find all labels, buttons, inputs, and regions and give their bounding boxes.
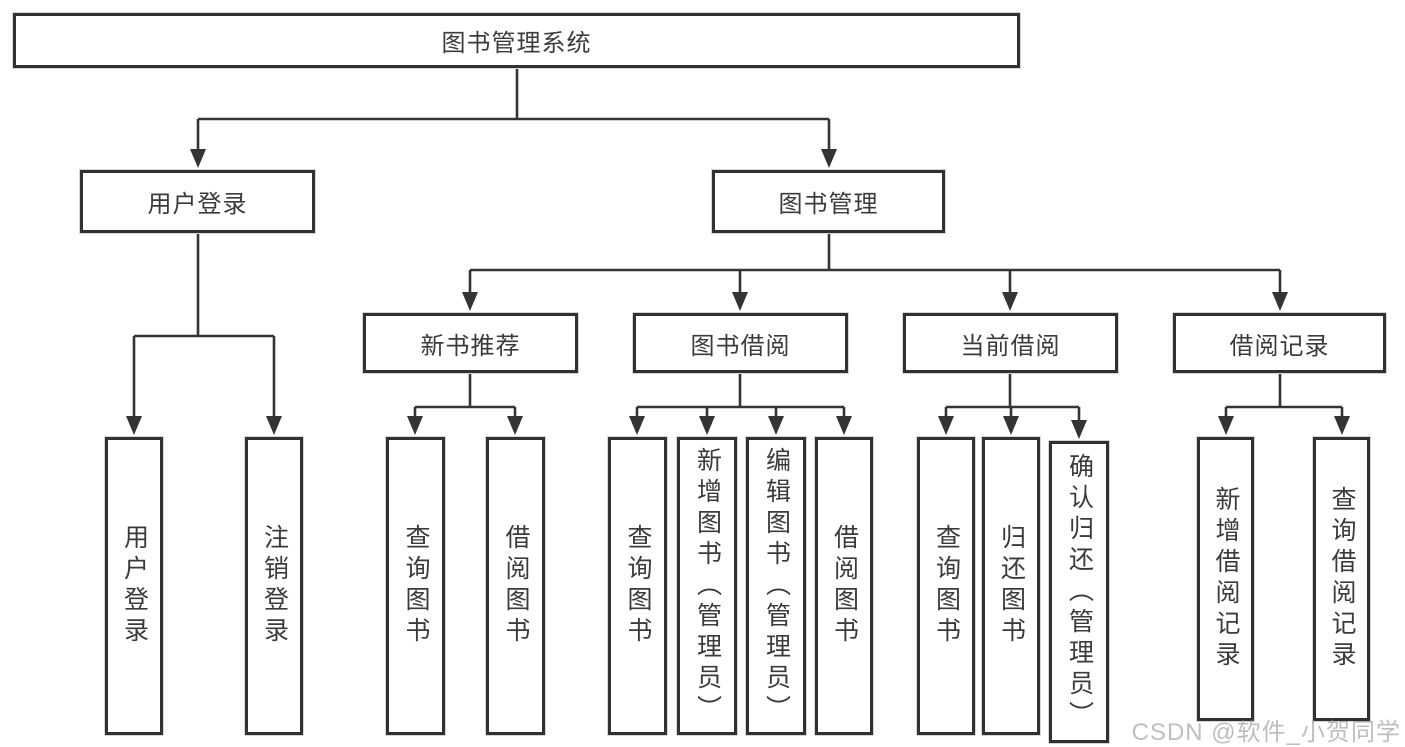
node-leaf-logout: 注销登录 xyxy=(245,437,303,735)
arrowhead-icon xyxy=(266,416,282,435)
connector-borrowrecords-to-leaves xyxy=(1224,373,1344,420)
node-book-borrowing: 图书借阅 xyxy=(633,313,848,373)
node-leaf-query-books-recommend: 查询图书 xyxy=(386,437,445,735)
node-label: 新增借阅记录 xyxy=(1212,486,1240,672)
arrowhead-icon xyxy=(938,416,954,435)
node-leaf-borrow-books: 借阅图书 xyxy=(815,437,873,735)
node-leaf-borrow-books-recommend: 借阅图书 xyxy=(486,437,545,735)
node-leaf-return-books: 归还图书 xyxy=(982,437,1040,735)
node-leaf-query-books-borrowing: 查询图书 xyxy=(608,437,667,735)
node-leaf-query-borrow-record: 查询借阅记录 xyxy=(1313,437,1370,721)
node-borrowing-records: 借阅记录 xyxy=(1173,313,1386,373)
arrowhead-icon xyxy=(407,416,423,435)
node-label: 借阅图书 xyxy=(502,524,530,648)
arrowhead-icon xyxy=(821,149,837,168)
arrowhead-icon xyxy=(1218,416,1234,435)
arrowhead-icon xyxy=(629,416,645,435)
node-new-book-recommend: 新书推荐 xyxy=(363,313,578,373)
node-label: 编辑图书（管理员） xyxy=(762,446,791,726)
arrowhead-icon xyxy=(1003,416,1019,435)
node-label: 归还图书 xyxy=(997,524,1026,648)
arrowhead-icon xyxy=(699,416,715,435)
node-leaf-confirm-return-admin: 确认归还（管理员） xyxy=(1049,441,1109,743)
node-current-borrowing: 当前借阅 xyxy=(903,313,1118,373)
arrowhead-icon xyxy=(732,292,748,311)
node-label: 用户登录 xyxy=(120,524,149,648)
connector-bookmgmt-to-level3 xyxy=(468,233,1282,296)
arrowhead-icon xyxy=(1334,416,1350,435)
node-label: 图书借阅 xyxy=(690,332,791,360)
connector-root-to-level2 xyxy=(196,68,831,152)
node-book-management: 图书管理 xyxy=(712,170,945,233)
connector-bookborrow-to-leaves xyxy=(635,373,846,420)
node-user-login: 用户登录 xyxy=(80,170,315,233)
arrowhead-icon xyxy=(190,149,206,168)
node-label: 借阅记录 xyxy=(1229,332,1330,360)
node-label: 图书管理系统 xyxy=(441,30,592,57)
node-label: 借阅图书 xyxy=(830,524,859,648)
arrowhead-icon xyxy=(1002,292,1018,311)
node-label: 注销登录 xyxy=(260,524,289,648)
node-label: 确认归还（管理员） xyxy=(1065,452,1094,732)
node-label: 新书推荐 xyxy=(420,332,521,360)
connector-newbookrec-to-leaves xyxy=(413,373,517,420)
connector-userlogin-to-leaves xyxy=(132,233,276,420)
node-label: 查询图书 xyxy=(624,524,652,648)
node-label: 图书管理 xyxy=(778,191,879,218)
node-label: 查询图书 xyxy=(402,524,430,648)
node-leaf-add-borrow-record: 新增借阅记录 xyxy=(1197,437,1254,721)
node-leaf-user-login: 用户登录 xyxy=(105,437,163,735)
node-label: 查询图书 xyxy=(932,524,961,648)
node-leaf-add-book-admin: 新增图书（管理员） xyxy=(677,437,737,735)
node-label: 新增图书（管理员） xyxy=(693,446,722,726)
arrowhead-icon xyxy=(836,416,852,435)
arrowhead-icon xyxy=(1272,292,1288,311)
arrowhead-icon xyxy=(507,416,523,435)
connector-currentborrow-to-leaves xyxy=(944,373,1081,424)
node-leaf-query-books-current: 查询图书 xyxy=(917,437,975,735)
arrowhead-icon xyxy=(462,292,478,311)
arrowhead-icon xyxy=(768,416,784,435)
arrowhead-icon xyxy=(126,416,142,435)
node-label: 当前借阅 xyxy=(960,332,1061,360)
node-label: 查询借阅记录 xyxy=(1328,486,1356,672)
node-leaf-edit-book-admin: 编辑图书（管理员） xyxy=(746,437,806,735)
csdn-watermark: CSDN @软件_小贺同学 xyxy=(1131,719,1401,746)
arrowhead-icon xyxy=(1071,420,1087,439)
node-label: 用户登录 xyxy=(147,191,248,218)
node-library-management-system: 图书管理系统 xyxy=(13,13,1020,68)
